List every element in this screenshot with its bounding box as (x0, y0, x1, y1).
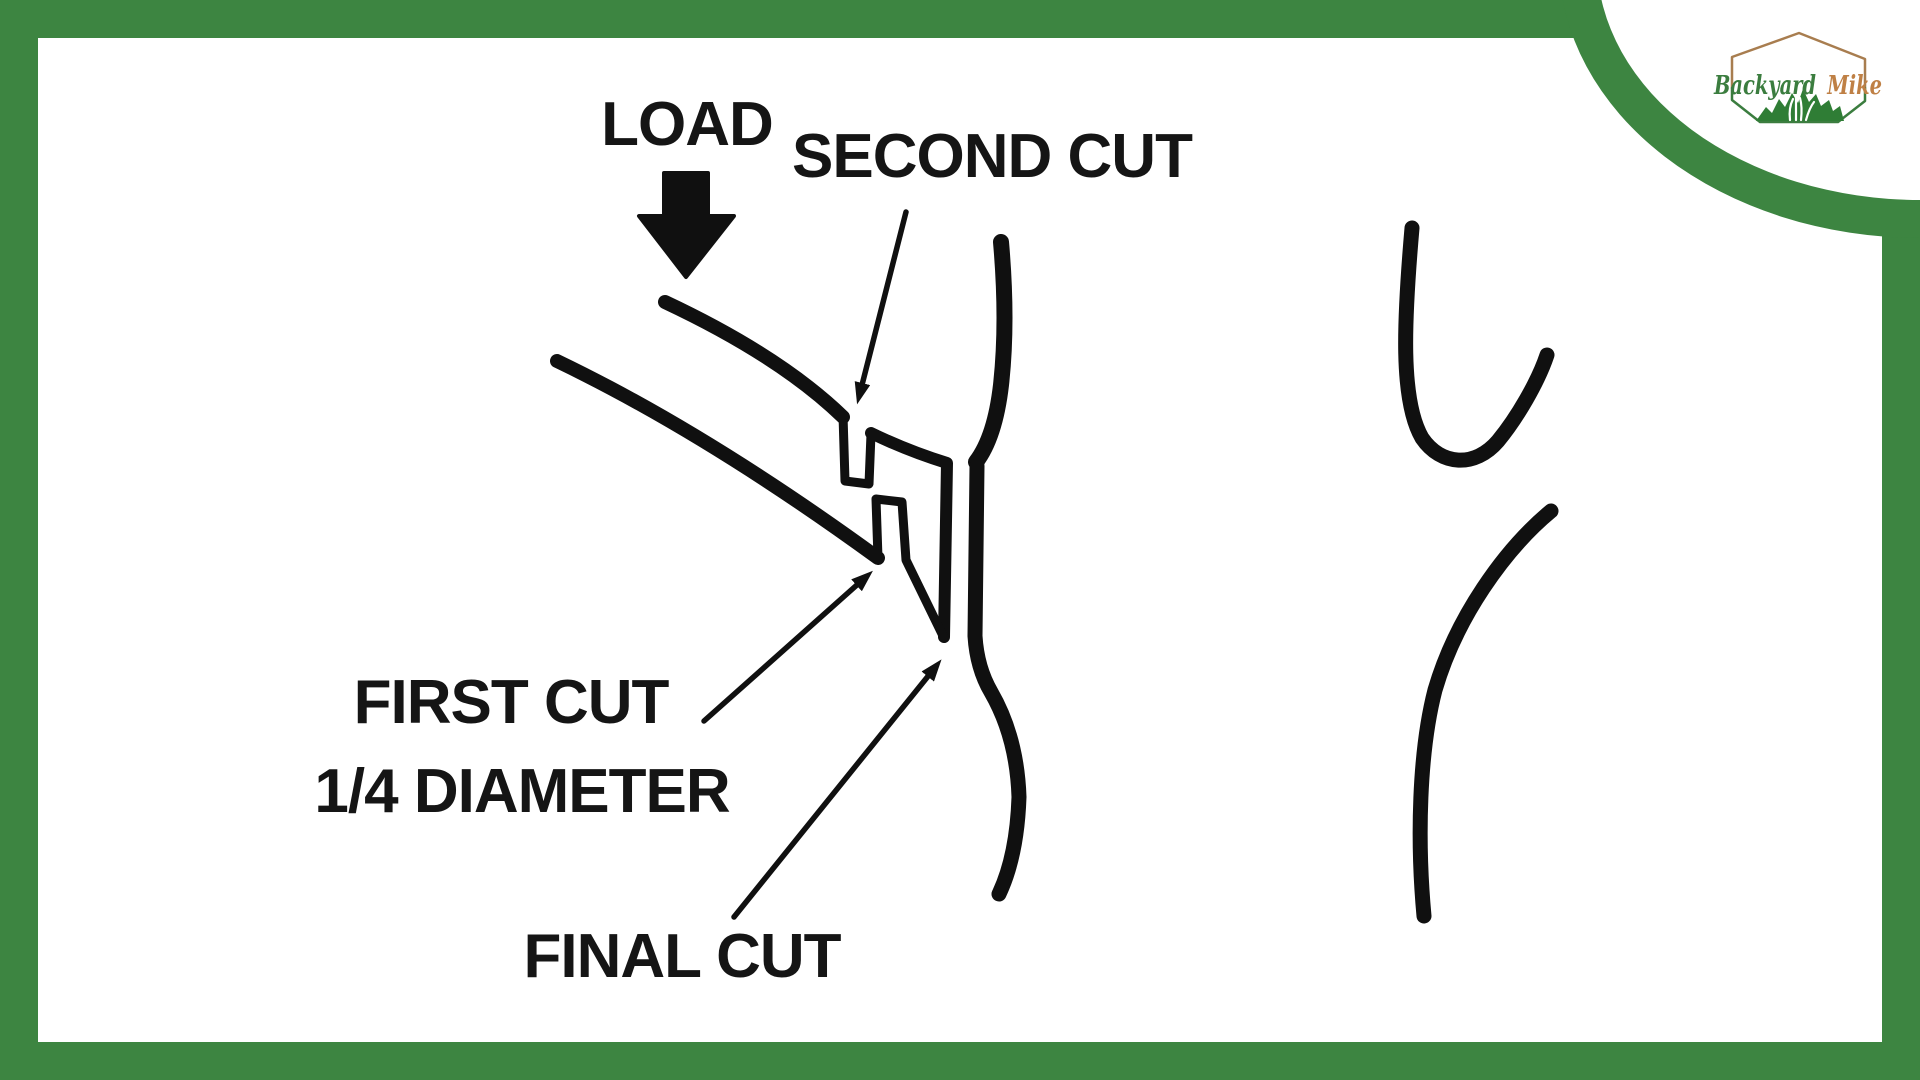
second-cut-arrow-icon (854, 209, 909, 405)
branch-top-edge-line (658, 295, 850, 424)
logo-wordmark: Backyard Mike (1713, 71, 1882, 101)
branch-bottom-edge-line (550, 354, 885, 565)
logo-word-backyard: Backyard (1713, 71, 1816, 101)
second-cut-kerf (838, 414, 876, 489)
trunk-upper-edge (968, 234, 1013, 470)
healed-trunk-curve (1412, 503, 1559, 924)
logo-grass-icon (1756, 89, 1844, 121)
logo-grass-blades-icon (1788, 95, 1816, 122)
second-cut-label: SECOND CUT (792, 122, 1193, 191)
logo-badge-bottom-outline (1730, 86, 1867, 124)
logo-word-mike: Mike (1827, 71, 1882, 101)
stub-edge (865, 427, 953, 643)
final-cut-arrow-icon (731, 659, 942, 920)
trunk-lower-edge (967, 458, 1027, 902)
final-cut-label: FINAL CUT (523, 922, 841, 991)
first-cut-label: FIRST CUT (353, 668, 670, 737)
logo-badge-top-outline (1730, 31, 1867, 90)
load-label: LOAD (601, 90, 774, 159)
first-cut-arrow-icon (701, 570, 873, 724)
load-arrow-icon (637, 171, 736, 279)
first-cut-notch-and-tear (871, 494, 949, 640)
healed-collar-curve (1398, 220, 1555, 468)
first-cut-diameter-label: 1/4 DIAMETER (314, 757, 730, 826)
backyard-mike-logo: Backyard Mike (1713, 31, 1882, 124)
